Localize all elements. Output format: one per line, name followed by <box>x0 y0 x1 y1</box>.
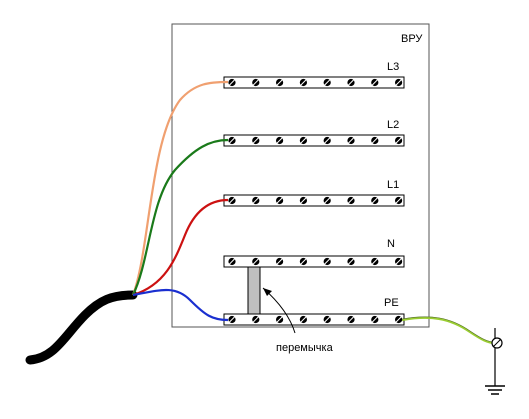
screw-terminal-icon <box>299 136 307 145</box>
screw-terminal-icon <box>371 315 379 324</box>
screw-terminal-icon <box>276 315 284 324</box>
panel-enclosure <box>171 23 430 328</box>
screw-terminal-icon <box>228 136 236 145</box>
screw-terminal-icon <box>395 196 403 205</box>
screw-terminal-icon <box>347 78 355 87</box>
wire-l2 <box>132 138 229 296</box>
screw-terminal-icon <box>299 257 307 266</box>
incoming-cable <box>25 290 138 365</box>
wire-pe-earth <box>401 316 496 345</box>
wire-pe-earth-shadow <box>401 316 496 343</box>
screw-terminal-icon <box>371 78 379 87</box>
screw-terminals <box>228 78 403 324</box>
screw-terminal-icon <box>252 78 260 87</box>
screw-terminal-icon <box>395 78 403 87</box>
ground-electrode-icon <box>485 328 505 395</box>
screw-terminal-icon <box>323 78 331 87</box>
panel-title: ВРУ <box>401 33 423 45</box>
bus-bar-n <box>223 255 405 268</box>
screw-terminal-icon <box>299 315 307 324</box>
screw-terminal-icon <box>323 257 331 266</box>
bus-label-l2: L2 <box>387 119 399 131</box>
bus-label-n: N <box>387 238 395 250</box>
bus-label-l3: L3 <box>387 61 399 73</box>
screw-terminal-icon <box>323 196 331 205</box>
bus-label-pe: PE <box>384 297 399 309</box>
screw-terminal-icon <box>299 78 307 87</box>
screw-terminal-icon <box>395 136 403 145</box>
wire-l3 <box>131 80 229 296</box>
wire-n-to-pe <box>132 288 229 322</box>
screw-terminal-icon <box>347 196 355 205</box>
screw-terminal-icon <box>323 136 331 145</box>
screw-terminal-icon <box>371 257 379 266</box>
screw-terminal-icon <box>252 257 260 266</box>
jumper-annotation: перемычка <box>276 342 334 354</box>
screw-terminal-icon <box>323 315 331 324</box>
screw-terminal-icon <box>371 196 379 205</box>
screw-terminal-icon <box>228 196 236 205</box>
screw-terminal-icon <box>395 315 403 324</box>
screw-terminal-icon <box>228 78 236 87</box>
screw-terminal-icon <box>347 315 355 324</box>
screw-terminal-icon <box>252 136 260 145</box>
screw-terminal-icon <box>347 136 355 145</box>
screw-terminal-icon <box>252 315 260 324</box>
jumper <box>247 266 261 315</box>
screw-terminal-icon <box>276 196 284 205</box>
screw-terminal-icon <box>371 136 379 145</box>
screw-terminal-icon <box>228 315 236 324</box>
screw-terminal-icon <box>276 78 284 87</box>
screw-terminal-icon <box>276 257 284 266</box>
bus-label-l1: L1 <box>387 179 399 191</box>
screw-terminal-icon <box>228 257 236 266</box>
screw-terminal-icon <box>299 196 307 205</box>
screw-terminal-icon <box>252 196 260 205</box>
screw-terminal-icon <box>276 136 284 145</box>
screw-terminal-icon <box>395 257 403 266</box>
screw-terminal-icon <box>347 257 355 266</box>
wire-l1 <box>132 198 229 297</box>
jumper-leader-arrow-icon <box>263 288 272 296</box>
